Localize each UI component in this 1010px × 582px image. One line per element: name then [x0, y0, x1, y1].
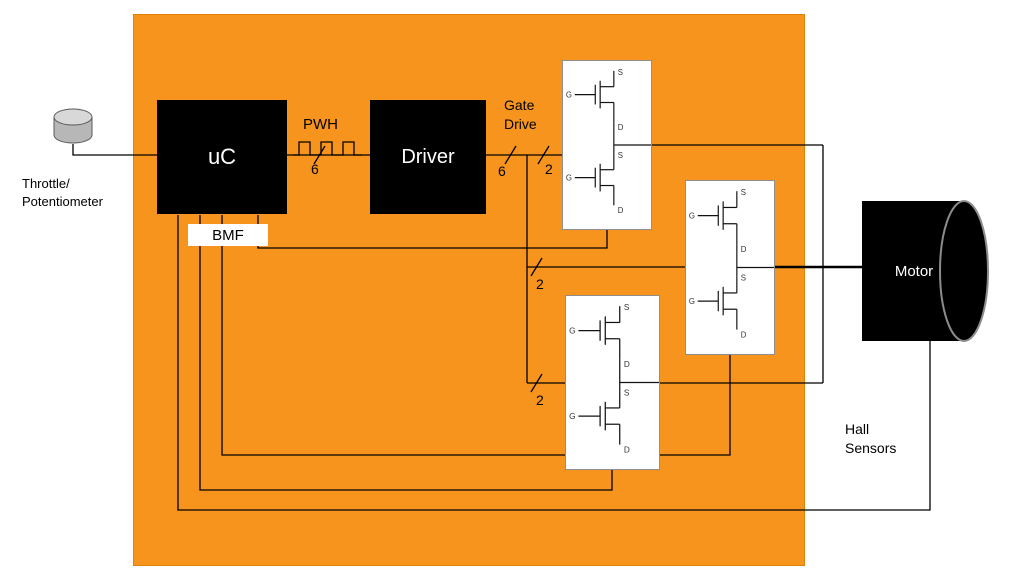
microcontroller-block: uC [157, 100, 287, 214]
gate-drive-label: Gate Drive [504, 96, 537, 134]
mosfet-pair-drawing: G S D G S D [569, 303, 659, 455]
bus-slash-pwm [313, 145, 326, 165]
wire-hall-sensors [177, 215, 931, 511]
microcontroller-label: uC [207, 144, 237, 169]
motor-label: Motor [895, 263, 933, 280]
low-side-mosfet: G S D [689, 274, 747, 340]
wire-bemf-phase-c [199, 215, 613, 491]
throttle-label-line1: Throttle/ [22, 176, 70, 191]
bus-slash-phase-top [537, 145, 550, 165]
driver-label: Driver [401, 145, 455, 168]
gate-label: G [689, 212, 695, 221]
wire-bemf-phase-a [257, 215, 608, 249]
bus-slash-gate [504, 145, 517, 165]
pwm-label-text: PWH [303, 116, 338, 133]
mosfet-pair-drawing: G S D G S D [689, 188, 774, 340]
high-side-mosfet: G S D [569, 303, 630, 369]
gate-drive-label-line1: Gate [504, 97, 535, 113]
high-side-mosfet: G S D [566, 68, 624, 132]
pwm-label: PWH [303, 116, 338, 133]
motor-end-cap [939, 200, 989, 342]
gate-label: G [569, 412, 575, 421]
bus-slash-phase-mid [530, 257, 543, 277]
bus-width-pwm: 6 [311, 161, 319, 177]
throttle-potentiometer-icon [53, 108, 93, 144]
pwm-waveform-icon [293, 141, 362, 156]
low-side-mosfet: G S D [566, 151, 624, 215]
mosfet-pair-drawing: G S D G S D [566, 68, 651, 215]
bus-width-phase-top: 2 [545, 161, 553, 177]
drain-label: D [624, 360, 630, 369]
source-label: S [618, 151, 623, 160]
source-label: S [624, 303, 630, 312]
drain-label: D [741, 331, 747, 340]
source-label: S [741, 274, 746, 283]
high-side-mosfet: G S D [689, 188, 747, 254]
drain-label: D [618, 206, 624, 215]
source-label: S [741, 188, 746, 197]
low-side-mosfet: G S D [569, 389, 630, 455]
source-label: S [624, 389, 630, 398]
motor-drawing: Motor [862, 200, 989, 342]
hall-sensors-label-line2: Sensors [845, 439, 897, 456]
gate-label: G [689, 297, 695, 306]
bus-width-phase-mid: 2 [536, 276, 544, 292]
gate-label: G [566, 174, 572, 183]
gate-drive-label-line2: Drive [504, 115, 537, 132]
bus-width-gate: 6 [498, 163, 506, 179]
drain-label: D [624, 446, 630, 455]
driver-block: Driver [370, 100, 486, 214]
gate-label: G [569, 327, 575, 336]
wire-throttle-to-uc [72, 144, 157, 156]
bemf-label-box: BMF [188, 224, 268, 246]
bemf-label: BMF [212, 226, 244, 244]
gate-label: G [566, 91, 572, 100]
drain-label: D [741, 245, 747, 254]
half-bridge-phase-b: G S D G S D [685, 180, 775, 355]
throttle-label: Throttle/ Potentiometer [22, 175, 103, 210]
drain-label: D [618, 123, 624, 132]
half-bridge-phase-c: G S D G S D [565, 295, 660, 470]
bus-slash-phase-bottom [530, 373, 543, 393]
half-bridge-phase-a: G S D G S D [562, 60, 652, 230]
throttle-label-line2: Potentiometer [22, 193, 103, 209]
bus-width-phase-bottom: 2 [536, 392, 544, 408]
wire-bemf-phase-b [221, 215, 731, 456]
hall-sensors-label: Hall Sensors [845, 420, 896, 458]
source-label: S [618, 68, 623, 77]
hall-sensors-label-line1: Hall [845, 421, 870, 437]
